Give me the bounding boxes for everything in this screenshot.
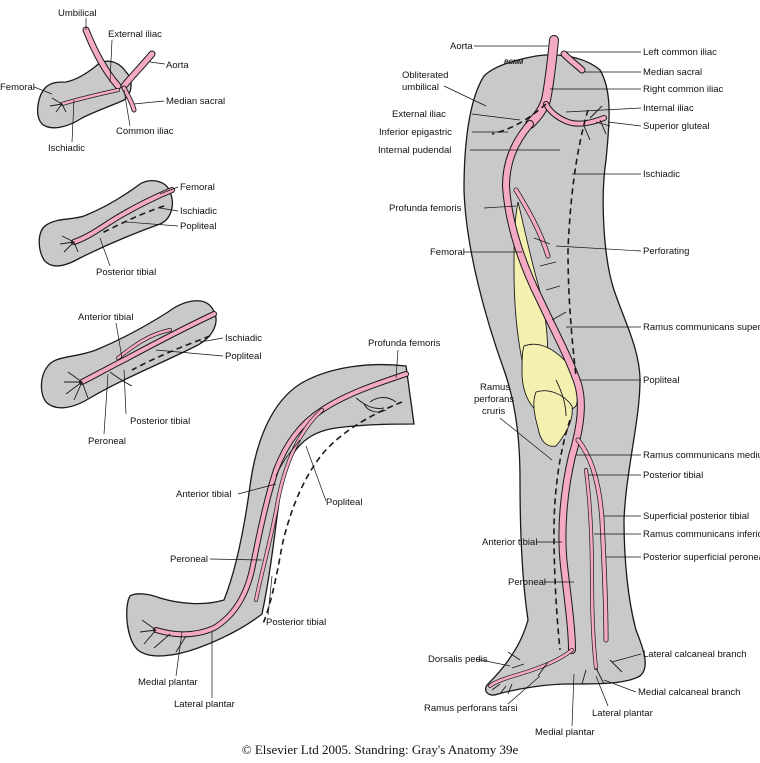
- panel-e-label-ramus-perforans-cruris-1: Ramus: [480, 382, 510, 393]
- panel-a-label-femoral: Femoral: [0, 82, 35, 93]
- panel-c-label-popliteal: Popliteal: [225, 351, 261, 362]
- panel-e-label-ramus-perforans-cruris-3: cruris: [482, 406, 505, 417]
- panel-c-label-ischiadic: Ischiadic: [225, 333, 262, 344]
- panel-e-label-femoral: Femoral: [430, 247, 465, 258]
- panel-b-arteries: [59, 187, 175, 253]
- panel-e-label-ramus-communicans-medius: Ramus communicans medius: [643, 450, 760, 461]
- panel-e-adult-leg: RGMM Aorta: [378, 35, 760, 738]
- panel-a-label-ischiadic: Ischiadic: [48, 143, 85, 154]
- panel-e-label-ramus-communicans-superior: Ramus communicans superior: [643, 322, 760, 333]
- panel-e-label-left-common-iliac: Left common iliac: [643, 47, 717, 58]
- panel-a-limb-bud: [36, 60, 132, 129]
- panel-e-label-internal-iliac: Internal iliac: [643, 103, 694, 114]
- panel-a-label-umbilical: Umbilical: [58, 8, 97, 19]
- panel-d-arteries: [139, 371, 409, 653]
- panel-e-label-ramus-perforans-cruris-2: perforans: [474, 394, 514, 405]
- panel-b-limb: Femoral Ischiadic Popliteal Posterior ti…: [38, 180, 217, 278]
- panel-c-label-posterior-tibial: Posterior tibial: [130, 416, 190, 427]
- copyright-caption: © Elsevier Ltd 2005. Standring: Gray's A…: [242, 742, 519, 757]
- panel-e-label-superficial-posterior-tibial: Superficial posterior tibial: [643, 511, 749, 522]
- panel-d-limb-outline: [126, 363, 415, 657]
- panel-e-label-peroneal: Peroneal: [508, 577, 546, 588]
- panel-e-label-medial-calcaneal-branch: Medial calcaneal branch: [638, 687, 740, 698]
- panel-e-label-lateral-calcaneal-branch: Lateral calcaneal branch: [643, 649, 747, 660]
- panel-d-label-profunda-femoris: Profunda femoris: [368, 338, 441, 349]
- panel-d-label-lateral-plantar: Lateral plantar: [174, 699, 235, 710]
- panel-d-label-posterior-tibial: Posterior tibial: [266, 617, 326, 628]
- panel-e-label-medial-plantar: Medial plantar: [535, 727, 595, 738]
- panel-e-label-superior-gluteal: Superior gluteal: [643, 121, 710, 132]
- panel-e-label-right-common-iliac: Right common iliac: [643, 84, 723, 95]
- panel-c-limb: Anterior tibial Ischiadic Popliteal Post…: [40, 300, 262, 447]
- panel-e-label-inferior-epigastric: Inferior epigastric: [379, 127, 452, 138]
- panel-e-label-lateral-plantar: Lateral plantar: [592, 708, 653, 719]
- panel-a-embryo-limb-bud: Umbilical External iliac Aorta Femoral M…: [0, 8, 225, 154]
- panel-b-label-femoral: Femoral: [180, 182, 215, 193]
- panel-a-label-common-iliac: Common iliac: [116, 126, 174, 137]
- panel-d-limb: Profunda femoris Anterior tibial Poplite…: [126, 338, 441, 710]
- panel-b-label-posterior-tibial: Posterior tibial: [96, 267, 156, 278]
- panel-a-arteries: [49, 26, 156, 113]
- panel-e-label-popliteal: Popliteal: [643, 375, 679, 386]
- panel-d-label-peroneal: Peroneal: [170, 554, 208, 565]
- panel-b-label-ischiadic: Ischiadic: [180, 206, 217, 217]
- panel-b-label-popliteal: Popliteal: [180, 221, 216, 232]
- panel-a-label-median-sacral: Median sacral: [166, 96, 225, 107]
- panel-e-label-dorsalis-pedis: Dorsalis pedis: [428, 654, 488, 665]
- panel-a-label-external-iliac: External iliac: [108, 29, 162, 40]
- panel-d-label-medial-plantar: Medial plantar: [138, 677, 198, 688]
- panel-e-label-perforating: Perforating: [643, 246, 689, 257]
- panel-e-label-anterior-tibial: Anterior tibial: [482, 537, 537, 548]
- panel-c-label-peroneal: Peroneal: [88, 436, 126, 447]
- panel-e-label-aorta: Aorta: [450, 41, 473, 52]
- panel-e-label-profunda-femoris: Profunda femoris: [389, 203, 462, 214]
- panel-e-arteries: [488, 35, 623, 695]
- panel-e-label-obliterated-umbilical-2: umbilical: [402, 82, 439, 93]
- panel-d-label-anterior-tibial: Anterior tibial: [176, 489, 231, 500]
- panel-d-label-popliteal: Popliteal: [326, 497, 362, 508]
- panel-e-label-internal-pudendal: Internal pudendal: [378, 145, 451, 156]
- panel-e-label-posterior-tibial: Posterior tibial: [643, 470, 703, 481]
- panel-e-label-median-sacral: Median sacral: [643, 67, 702, 78]
- panel-e-label-posterior-superficial-peroneal: Posterior superficial peroneal: [643, 552, 760, 563]
- panel-e-label-ramus-perforans-tarsi: Ramus perforans tarsi: [424, 703, 517, 714]
- panel-e-label-external-iliac: External iliac: [392, 109, 446, 120]
- panel-e-artist-signature: RGMM: [504, 60, 524, 66]
- panel-e-label-ramus-communicans-inferior: Ramus communicans inferior: [643, 529, 760, 540]
- panel-a-label-aorta: Aorta: [166, 60, 189, 71]
- panel-e-label-obliterated-umbilical-1: Obliterated: [402, 70, 448, 81]
- panel-c-label-anterior-tibial: Anterior tibial: [78, 312, 133, 323]
- panel-e-label-ischiadic: Ischiadic: [643, 169, 680, 180]
